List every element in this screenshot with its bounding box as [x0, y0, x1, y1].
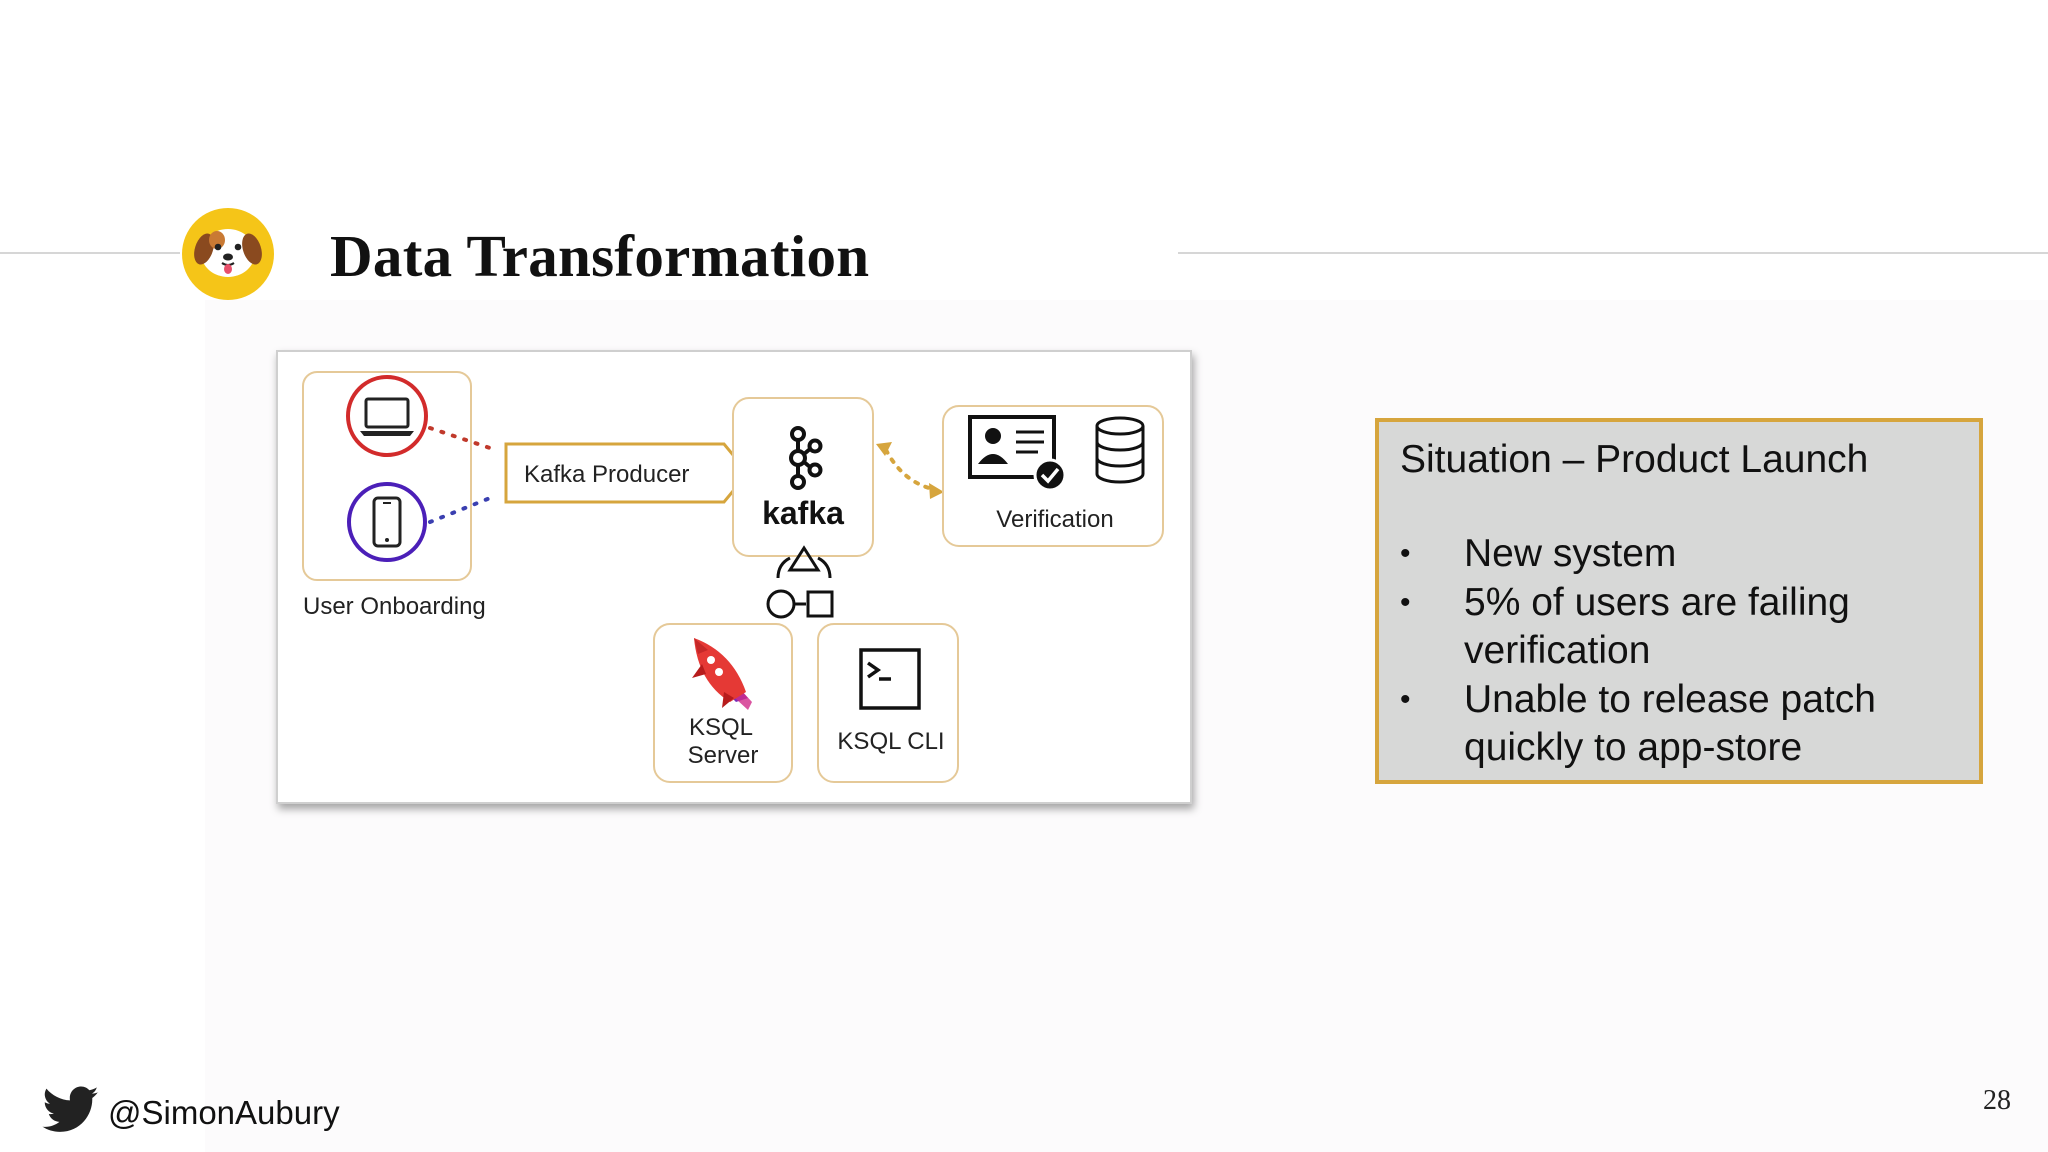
- kafka-producer-label: Kafka Producer: [524, 461, 689, 488]
- bullet: •: [1400, 586, 1411, 619]
- rocket-icon: [692, 638, 752, 710]
- mobile-phone-icon: [347, 482, 427, 562]
- list-item-text: 5% of users are failing verification: [1464, 581, 1850, 672]
- onboarding-dotted-connectors: [428, 426, 492, 524]
- shapes-icon: [766, 545, 834, 619]
- slide-title: Data Transformation: [330, 223, 870, 289]
- title-rule-right: [1178, 252, 2048, 254]
- list-item: • 5% of users are failing verification: [1400, 579, 1970, 675]
- architecture-diagram: User Onboarding Kafka Producer kafka: [276, 350, 1192, 804]
- title-rule-left: [0, 252, 180, 254]
- twitter-bird-icon[interactable]: [42, 1086, 100, 1138]
- terminal-icon: [859, 648, 921, 710]
- kafka-logo-icon: [789, 426, 823, 490]
- page-number: 28: [1983, 1085, 2011, 1116]
- ksql-server-label-line1: KSQL: [689, 714, 753, 741]
- verification-label: Verification: [996, 506, 1113, 533]
- list-item-text: Unable to release patch quickly to app-s…: [1464, 678, 1876, 769]
- puppy-face-icon: [182, 208, 274, 300]
- situation-panel: Situation – Product Launch • New system •…: [1375, 418, 1983, 784]
- list-item: • Unable to release patch quickly to app-…: [1400, 676, 1970, 772]
- user-onboarding-box: [302, 371, 472, 581]
- list-item: • New system: [1400, 530, 1970, 578]
- kafka-label: kafka: [762, 495, 844, 531]
- twitter-handle[interactable]: @SimonAubury: [108, 1094, 340, 1131]
- bullet: •: [1400, 683, 1411, 716]
- laptop-icon: [346, 375, 428, 457]
- kafka-verification-connector: [876, 442, 944, 499]
- situation-title: Situation – Product Launch: [1400, 438, 1869, 481]
- ksql-server-label-line2: Server: [688, 742, 759, 769]
- situation-list: • New system • 5% of users are failing ver…: [1400, 530, 1970, 773]
- ksql-cli-box: [817, 623, 959, 783]
- id-card-check-icon: [968, 415, 1067, 492]
- user-onboarding-label: User Onboarding: [303, 593, 486, 620]
- database-icon: [1095, 416, 1145, 484]
- ksql-cli-label: KSQL CLI: [837, 728, 944, 755]
- bullet: •: [1400, 537, 1411, 570]
- list-item-text: New system: [1464, 532, 1677, 575]
